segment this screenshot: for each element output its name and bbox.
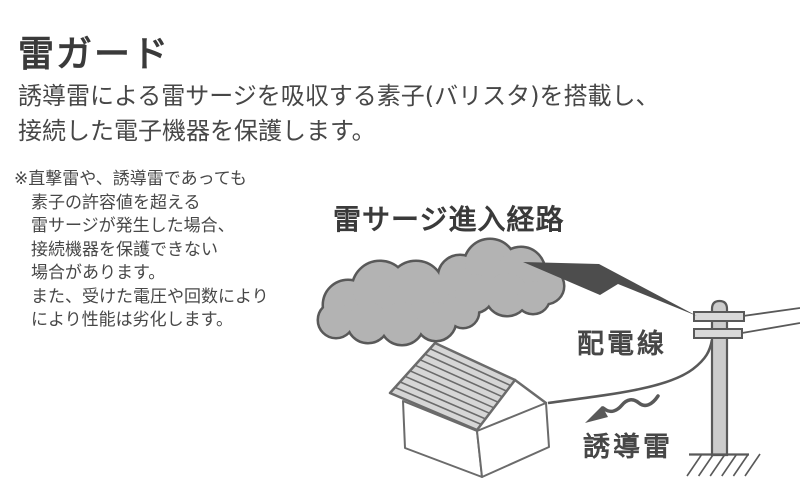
- description-line: 誘導雷による雷サージを吸収する素子(バリスタ)を搭載し、: [18, 82, 660, 110]
- note-line: 雷サージが発生した場合、: [31, 216, 235, 236]
- crossarm-upper: [693, 311, 745, 322]
- power-wire-upper: [742, 307, 800, 317]
- ground-symbol: [686, 453, 761, 477]
- description: 誘導雷による雷サージを吸収する素子(バリスタ)を搭載し、 接続した電子機器を保護…: [18, 79, 660, 149]
- induced-lightning-label: 誘導雷: [583, 432, 673, 463]
- distribution-line-label: 配電線: [577, 329, 667, 360]
- note-line: ※直撃雷や、誘導雷であっても: [14, 169, 247, 189]
- note-line: により性能は劣化します。: [31, 310, 233, 330]
- caution-note: ※直撃雷や、誘導雷であっても 素子の許容値を超える 雷サージが発生した場合、 接…: [14, 168, 269, 333]
- description-line: 接続した電子機器を保護します。: [18, 117, 376, 145]
- storm-cloud-icon: [316, 237, 566, 347]
- house-icon: [388, 341, 550, 478]
- power-wire-lower: [741, 322, 800, 334]
- roof-stripes: [394, 347, 512, 426]
- note-line: 素子の許容値を超える: [31, 192, 201, 213]
- diagram-heading: 雷サージ進入経路: [333, 203, 565, 236]
- note-line: 場合があります。: [31, 263, 166, 283]
- note-line: 接続機器を保護できない: [31, 239, 218, 260]
- power-drop-line: [547, 339, 714, 405]
- utility-pole-icon: [686, 299, 800, 477]
- lightning-bolt-icon: [523, 262, 697, 316]
- crossarm-lower: [693, 328, 743, 339]
- note-line: また、受けた電圧や回数により: [31, 286, 269, 307]
- page-title: 雷ガード: [18, 34, 171, 76]
- induced-surge-arrow-icon: [585, 394, 660, 423]
